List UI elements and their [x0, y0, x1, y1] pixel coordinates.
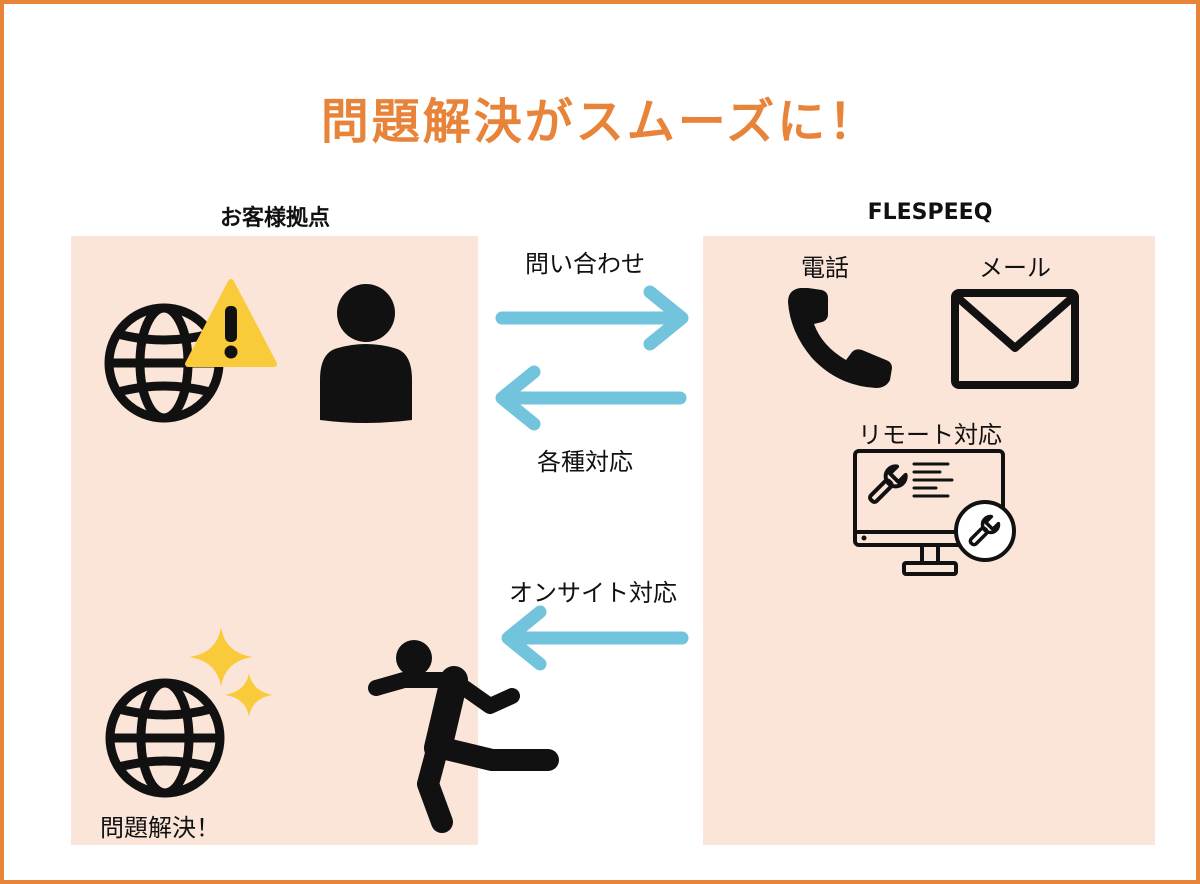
remote-monitor-icon: [853, 449, 1016, 576]
flespeeq-heading: FLESPEEQ: [867, 200, 993, 225]
mail-icon: [951, 289, 1079, 389]
phone-icon: [788, 288, 892, 388]
customer-site-heading: お客様拠点: [219, 206, 330, 231]
onsite-label: オンサイト対応: [509, 579, 677, 607]
problem-solved-label: 問題解決！: [100, 814, 220, 842]
flespeeq-panel: [703, 236, 1155, 845]
mail-label: メール: [979, 254, 1051, 282]
response-label: 各種対応: [537, 448, 633, 476]
onsite-arrow: [501, 605, 689, 671]
person-icon: [320, 284, 412, 423]
warning-icon: [185, 279, 277, 367]
globe-solved-icon: [105, 678, 225, 798]
running-person-icon: [368, 640, 559, 833]
phone-label: 電話: [801, 254, 849, 282]
inquiry-arrow: [495, 285, 689, 351]
inquiry-label: 問い合わせ: [525, 250, 645, 278]
sparkle-icon: [189, 627, 273, 717]
page-title: 問題解決がスムーズに！: [320, 94, 880, 150]
remote-label: リモート対応: [858, 421, 1002, 449]
response-arrow: [495, 365, 687, 431]
